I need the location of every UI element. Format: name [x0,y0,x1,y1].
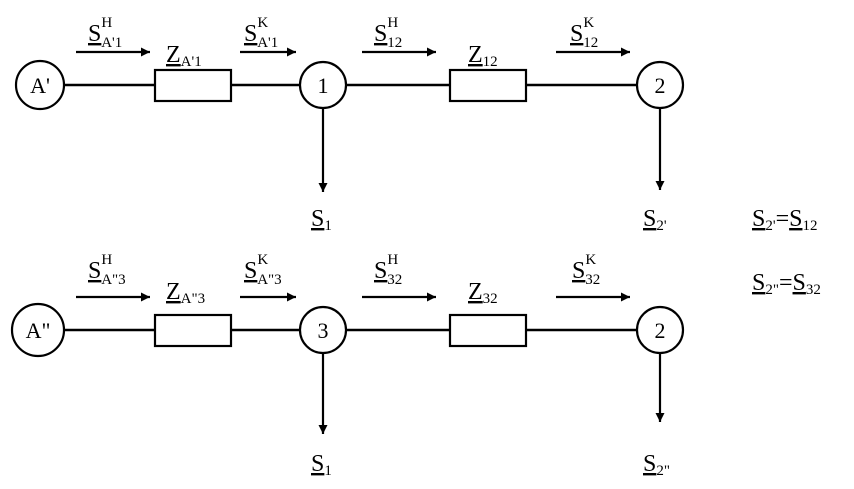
node-3: 3 [298,305,348,355]
label-load-s1-bottom: S1 [311,451,332,479]
label-z-a3: ZA"3 [166,279,205,307]
impedance-box-12 [448,68,528,103]
impedance-box-a3 [153,313,233,348]
label-z-32: Z32 [468,279,498,307]
node-2-top-label: 2 [655,73,666,98]
node-a-double-prime-label: A" [26,318,51,343]
node-3-label: 3 [318,318,329,343]
label-load-s2-prime: S2' [643,206,667,234]
node-a-prime-label: A' [30,73,50,98]
node-1-label: 1 [318,73,329,98]
impedance-box-a1 [153,68,233,103]
label-z-a1: ZA'1 [166,42,202,70]
equation-s2-double-prime: S2"=S32 [752,270,821,298]
label-load-s1-top: S1 [311,206,332,234]
node-2-bottom: 2 [635,305,685,355]
impedance-box-32 [448,313,528,348]
node-a-prime: A' [14,59,66,111]
label-load-s2-double-prime: S2" [643,451,670,479]
node-2-bottom-label: 2 [655,318,666,343]
equations: S2'=S12 S2"=S32 [752,206,821,298]
label-z-12: Z12 [468,42,498,70]
equation-s2-prime: S2'=S12 [752,206,817,234]
node-1: 1 [298,60,348,110]
node-2-top: 2 [635,60,685,110]
node-a-double-prime: A" [10,302,66,358]
